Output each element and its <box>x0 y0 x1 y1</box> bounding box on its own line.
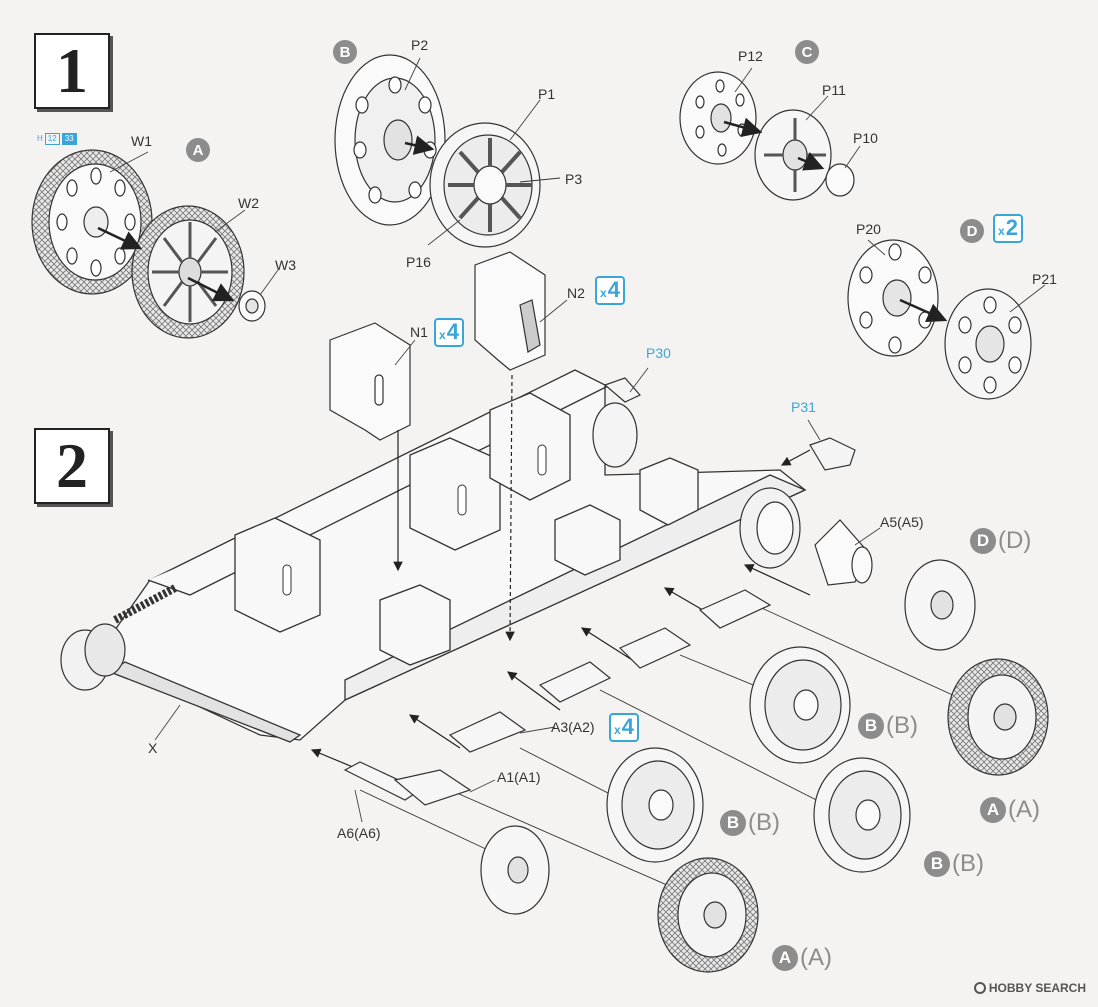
sprocket-ring <box>739 487 801 569</box>
multiplier-d-value: 2 <box>1005 215 1018 240</box>
part-n2 <box>474 251 546 371</box>
callout-b2-paren: (B) <box>748 809 780 836</box>
part-n1 <box>329 322 411 441</box>
part-label-p10: P10 <box>853 130 878 146</box>
part-label-p21: P21 <box>1032 271 1057 287</box>
part-label-x: X <box>148 740 158 756</box>
watermark-logo-icon <box>973 982 986 994</box>
part-label-p16: P16 <box>406 254 431 270</box>
chassis <box>107 369 807 743</box>
callout-a-badge: A <box>980 797 1006 823</box>
paint-reference: H 12 33 <box>37 133 77 145</box>
multiplier-n2-value: 4 <box>607 277 620 302</box>
paint-ref-h: H <box>37 134 43 143</box>
wheel-a-right <box>947 658 1049 776</box>
callout-b3-badge: B <box>924 851 950 877</box>
part-label-p20: P20 <box>856 221 881 237</box>
wheel-b-right <box>813 757 911 873</box>
paint-ref-a: 12 <box>44 133 60 145</box>
multiplier-n1-value: 4 <box>446 319 459 344</box>
multiplier-x: x <box>998 224 1005 238</box>
hubcap-w3 <box>238 290 266 322</box>
callout-a-paren: (A) <box>1008 796 1040 823</box>
part-label-a5: A5(A5) <box>880 514 924 530</box>
callout-b3-paren: (B) <box>952 850 984 877</box>
part-label-w3: W3 <box>275 257 296 273</box>
wheel-p21 <box>944 288 1032 400</box>
multiplier-x: x <box>439 328 446 342</box>
disc-p2 <box>334 54 446 226</box>
part-label-p12: P12 <box>738 48 763 64</box>
subassembly-c-badge: C <box>795 40 819 64</box>
part-label-p1: P1 <box>538 86 556 102</box>
wheel-w2 <box>131 205 245 339</box>
multiplier-x: x <box>614 723 621 737</box>
part-label-a1: A1(A1) <box>497 769 541 785</box>
step-1-number: 1 <box>34 33 110 109</box>
swing-arms <box>343 589 772 806</box>
part-a5 <box>814 519 873 586</box>
disc-p12 <box>679 71 757 165</box>
callout-b2-badge: B <box>720 810 746 836</box>
part-label-w1: W1 <box>131 133 152 149</box>
callout-a2-paren: (A) <box>800 944 832 971</box>
part-label-w2: W2 <box>238 195 259 211</box>
wheel-p11 <box>754 109 832 201</box>
part-label-p3: P3 <box>565 171 583 187</box>
part-label-a3: A3(A2) <box>551 719 595 735</box>
part-label-p30: P30 <box>646 345 671 361</box>
callout-d-badge: D <box>970 528 996 554</box>
callout-b-badge: B <box>858 713 884 739</box>
drive-sprocket <box>60 584 177 691</box>
part-label-n2: N2 <box>567 285 585 301</box>
wheel-d <box>904 559 976 651</box>
watermark-text: HOBBY SEARCH <box>988 981 1086 995</box>
callout-b-paren: (B) <box>886 712 918 739</box>
step-2-number: 2 <box>34 428 110 504</box>
subassembly-a-badge: A <box>186 138 210 162</box>
part-p30 <box>592 377 641 468</box>
wheel-a-bottom <box>657 857 759 973</box>
callout-a2-badge: A <box>772 945 798 971</box>
part-label-p31: P31 <box>791 399 816 415</box>
part-label-a6: A6(A6) <box>337 825 381 841</box>
subassembly-b-badge: B <box>333 40 357 64</box>
part-label-p11: P11 <box>822 82 846 98</box>
part-label-n1: N1 <box>410 324 428 340</box>
multiplier-a3-value: 4 <box>621 714 634 739</box>
callout-d-paren: (D) <box>998 527 1032 554</box>
wheel-small <box>480 825 550 915</box>
part-p31 <box>809 437 856 471</box>
multiplier-x: x <box>600 286 607 300</box>
wheel-w1 <box>31 149 153 295</box>
paint-ref-b: 33 <box>61 133 77 145</box>
subassembly-d-badge: D <box>960 219 984 243</box>
wheel-b-mid <box>606 747 704 863</box>
wheel-p1 <box>429 122 541 248</box>
cap-p10 <box>825 163 855 197</box>
part-label-p2: P2 <box>411 37 429 53</box>
wheel-b-upper <box>749 646 851 764</box>
watermark: HOBBY SEARCH <box>973 981 1086 995</box>
disc-p20 <box>847 239 939 357</box>
